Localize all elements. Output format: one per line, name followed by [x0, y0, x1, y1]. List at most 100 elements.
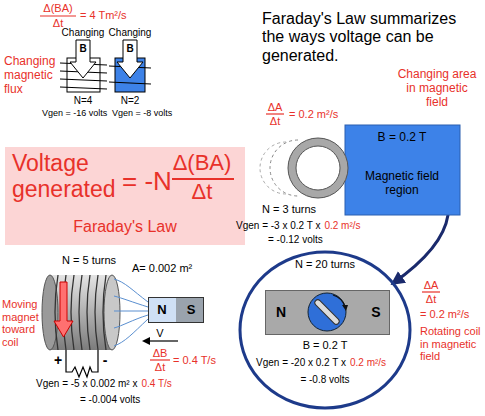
field-lines [114, 279, 148, 302]
node-text: N [276, 304, 286, 320]
field-lines [114, 315, 148, 328]
node-text: S [187, 303, 196, 318]
label-text: A= 0.002 m² [132, 262, 192, 275]
rotating-coil-notes [422, 292, 440, 293]
label-text: N = 5 turns [62, 254, 116, 267]
label-text: B [79, 43, 86, 55]
rotating-coil-panel: NSN = 20 turnsB = 0.2 TVgen = -20 x 0.2 … [238, 250, 412, 410]
field-lines [114, 319, 148, 346]
label-text: Δt [155, 361, 165, 374]
node-text: B = 0.2 T [378, 131, 427, 145]
coil-windings [60, 87, 107, 89]
previous-position [260, 142, 286, 194]
fraction-bar [266, 113, 284, 114]
label-text: ΔA [268, 101, 283, 114]
label-text: N=4 [74, 95, 93, 107]
node-text: Voltage generated [12, 150, 124, 203]
coil-windings [55, 275, 106, 350]
label-text: = 0.2 m²/s [289, 108, 338, 121]
coil-ring-edge [288, 138, 348, 198]
node-text: Magnetic field region [360, 170, 444, 198]
current-arrow [54, 282, 73, 337]
node-text: Δ(BA) [173, 150, 232, 175]
diagram-title: Faraday's Law summarizes the ways voltag… [262, 10, 482, 65]
node-text: N [157, 303, 166, 318]
label-text: Moving magnet toward coil [2, 298, 48, 349]
label-text: N=2 [121, 95, 140, 107]
label-text: Δ(BA) [43, 2, 72, 15]
node-text: Vgen = -20 x 0.2 T x [256, 357, 346, 369]
field-region-fill [345, 125, 460, 215]
coil-windings [103, 275, 106, 350]
label-text: + [54, 352, 62, 368]
moving-magnet [42, 275, 178, 377]
label-text: = 0.2 m²/s [420, 308, 469, 321]
field-lines [114, 311, 148, 312]
coil-ring [292, 142, 344, 194]
curved-arrow [393, 215, 448, 283]
label-text: Vgen = -3 x 0.2 T x [236, 220, 320, 232]
coil-windings [109, 82, 151, 84]
label-text: Changing [109, 27, 152, 39]
changing-area [260, 114, 460, 215]
label-text: Vgen = -5 x 0.002 m² x [36, 378, 137, 390]
node-text: Δt [192, 179, 213, 204]
label-text: = -0.004 volts [80, 394, 140, 406]
coil-windings [87, 275, 90, 350]
label-text: - [103, 352, 108, 368]
label-text: = 4 Tm²/s [80, 9, 127, 22]
label-text: Vgen = -16 volts [42, 108, 107, 118]
label-text: Δt [426, 293, 436, 306]
bar-magnet: NS [148, 297, 204, 323]
coil-windings [79, 275, 82, 350]
changing-flux-coils [40, 16, 151, 92]
fraction-bar [150, 359, 170, 360]
node-text: S [371, 304, 380, 320]
hand-drawn-circle [240, 252, 410, 408]
velocity-arrowhead [142, 337, 150, 345]
fraction-bar [40, 15, 76, 16]
label-text: V [156, 327, 163, 340]
resistor-circuit [66, 350, 98, 377]
field-gap: NS [265, 290, 390, 335]
label-text: N = 3 turns [262, 203, 316, 216]
coil-cylinder [50, 275, 112, 350]
flux-arrow [117, 40, 143, 78]
label-text: B [126, 43, 133, 55]
rotating-coil [342, 305, 348, 311]
coil-end [42, 275, 58, 350]
label-text: 0.4 T/s [141, 378, 171, 390]
coil-windings [55, 275, 58, 350]
node-text: = -0.8 volts [300, 374, 349, 386]
rotating-coil [314, 299, 341, 326]
label-text: Vgen = -8 volts [112, 108, 172, 118]
node-text: B = 0.2 T [303, 339, 348, 352]
formula-box: Voltage generated= -NΔ(BA) ΔtFaraday's La… [5, 147, 245, 245]
label-text: = -0.12 volts [268, 234, 323, 246]
node-text: = -N [122, 167, 172, 197]
rotating-coil [308, 293, 346, 331]
coil-windings [60, 79, 107, 81]
label-text: Changing area in magnetic field [395, 68, 480, 109]
node-text: 0.2 m²/s [350, 357, 386, 369]
fraction-bar [422, 291, 440, 292]
coil-windings [95, 275, 98, 350]
node-text: Faraday's Law [73, 218, 177, 236]
label-text: ΔB [153, 347, 168, 360]
field-lines [114, 279, 148, 346]
field-lines [114, 296, 148, 307]
coil-windings [71, 275, 74, 350]
node-text: N = 20 turns [295, 258, 355, 271]
label-text: 0.2 m²/s [324, 220, 360, 232]
label-text: Changing [62, 27, 105, 39]
velocity-arrow [148, 340, 178, 341]
field-region: B = 0.2 T Magnetic field region [345, 125, 460, 215]
coil-end [104, 275, 120, 350]
label-text: ΔA [424, 279, 439, 292]
flux-arrow [70, 40, 96, 78]
label-text: Rotating coil in magnetic field [420, 325, 482, 363]
coil-ring-edge [296, 146, 340, 190]
label-text: Changing magnetic flux [4, 55, 60, 96]
label-text: = 0.4 T/s [173, 354, 216, 367]
